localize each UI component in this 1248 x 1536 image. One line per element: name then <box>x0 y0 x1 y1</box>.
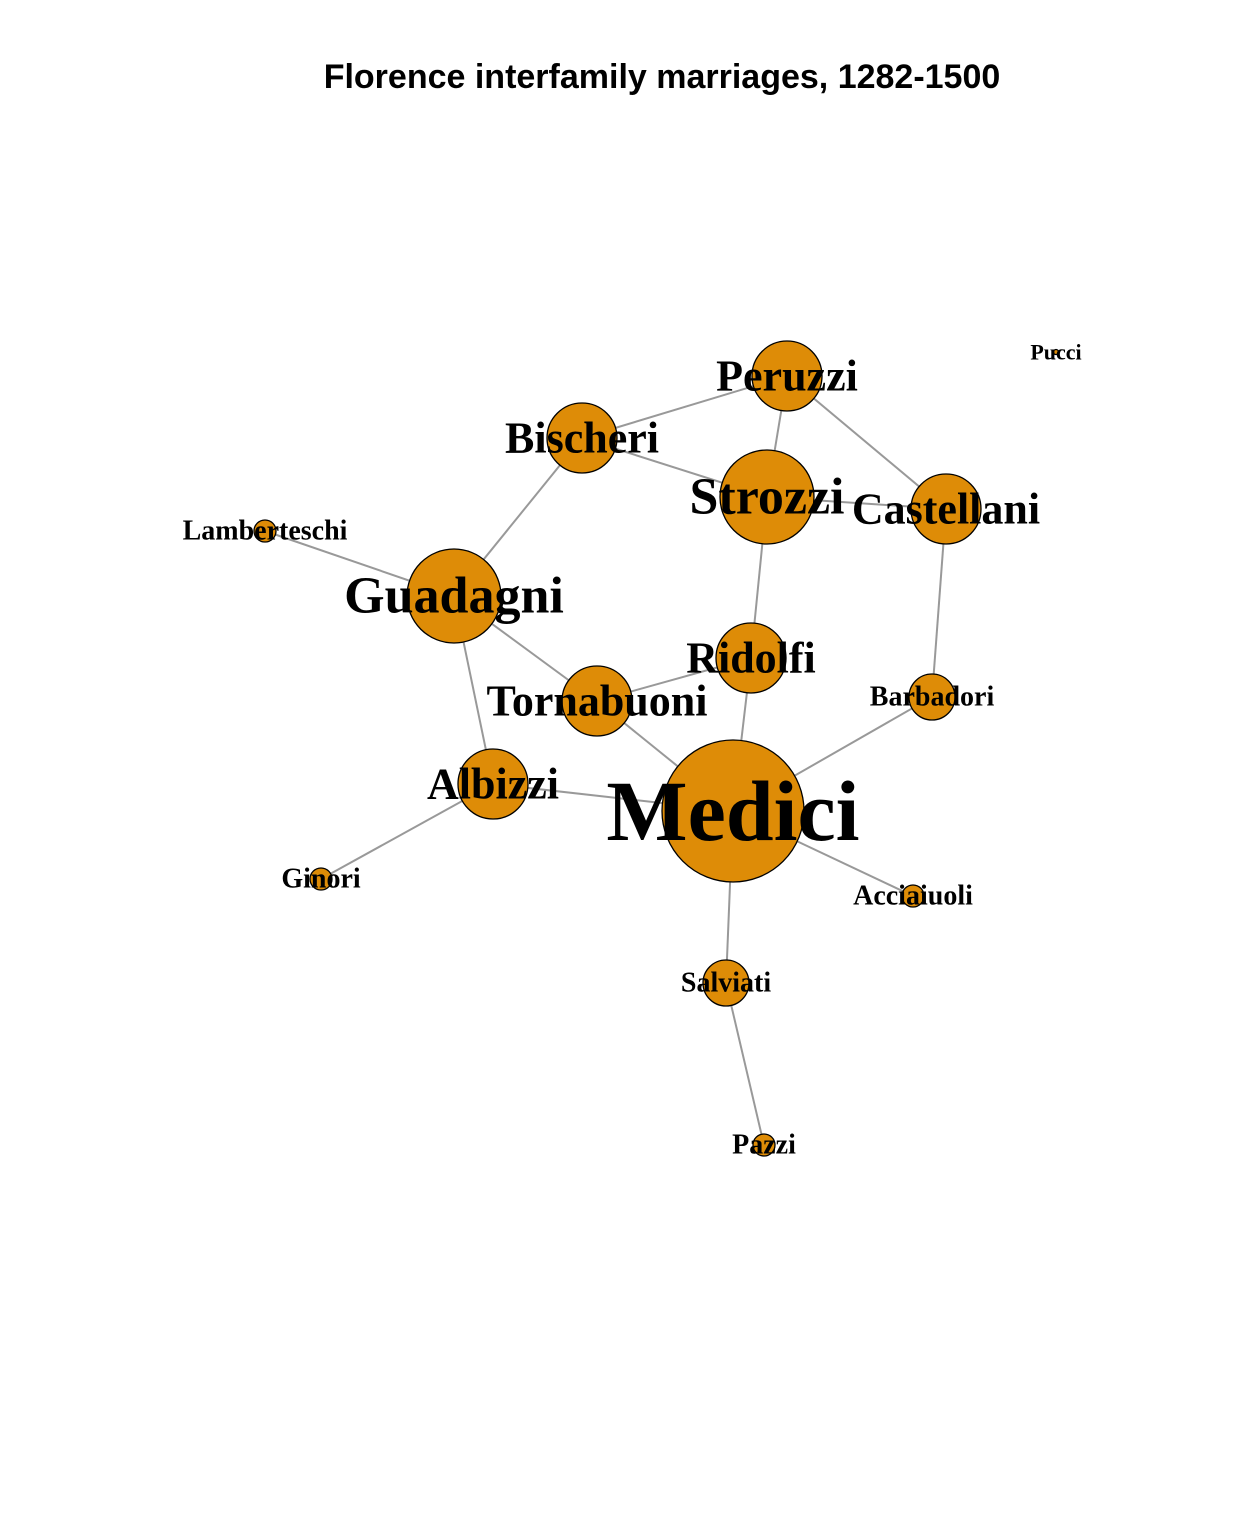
node-pazzi <box>752 1133 776 1157</box>
node-label-ridolfi: Ridolfi <box>686 634 816 683</box>
node-salviati <box>702 959 750 1007</box>
node-label-ginori: Ginori <box>281 864 361 895</box>
node-label-acciaiuoli: Acciaiuoli <box>853 881 973 912</box>
node-ridolfi <box>715 622 787 694</box>
node-label-salviati: Salviati <box>681 968 771 999</box>
node-medici <box>661 739 805 883</box>
node-strozzi <box>719 449 815 545</box>
node-layer <box>253 340 1060 1157</box>
node-label-pucci: Pucci <box>1030 340 1081 365</box>
chart-title: Florence interfamily marriages, 1282-150… <box>323 58 1001 96</box>
node-label-guadagni: Guadagni <box>344 568 564 625</box>
node-pucci <box>1052 348 1060 356</box>
node-label-barbadori: Barbadori <box>870 682 995 713</box>
node-albizzi <box>457 748 529 820</box>
node-label-tornabuoni: Tornabuoni <box>487 677 708 726</box>
node-barbadori <box>908 673 956 721</box>
node-bischeri <box>546 402 618 474</box>
node-label-medici: Medici <box>606 763 859 859</box>
node-guadagni <box>406 548 502 644</box>
edge-pazzi-salviati <box>725 982 765 1146</box>
node-peruzzi <box>751 340 823 412</box>
node-label-castellani: Castellani <box>852 485 1040 534</box>
node-castellani <box>910 473 982 545</box>
label-layer: Acciaiuoli Albizzi Barbadori BischeriCastel… <box>183 340 1082 1161</box>
node-lamberteschi <box>253 519 277 543</box>
node-label-peruzzi: Peruzzi <box>716 352 858 401</box>
node-label-albizzi: Albizzi <box>427 760 559 809</box>
node-tornabuoni <box>561 665 633 737</box>
node-label-pazzi: Pazzi <box>732 1130 796 1161</box>
node-label-strozzi: Strozzi <box>690 469 845 526</box>
edge-bischeri-peruzzi <box>581 375 788 439</box>
node-acciaiuoli <box>901 884 925 908</box>
node-label-lamberteschi: Lamberteschi <box>183 516 348 547</box>
node-ginori <box>309 867 333 891</box>
node-label-bischeri: Bischeri <box>505 414 659 463</box>
